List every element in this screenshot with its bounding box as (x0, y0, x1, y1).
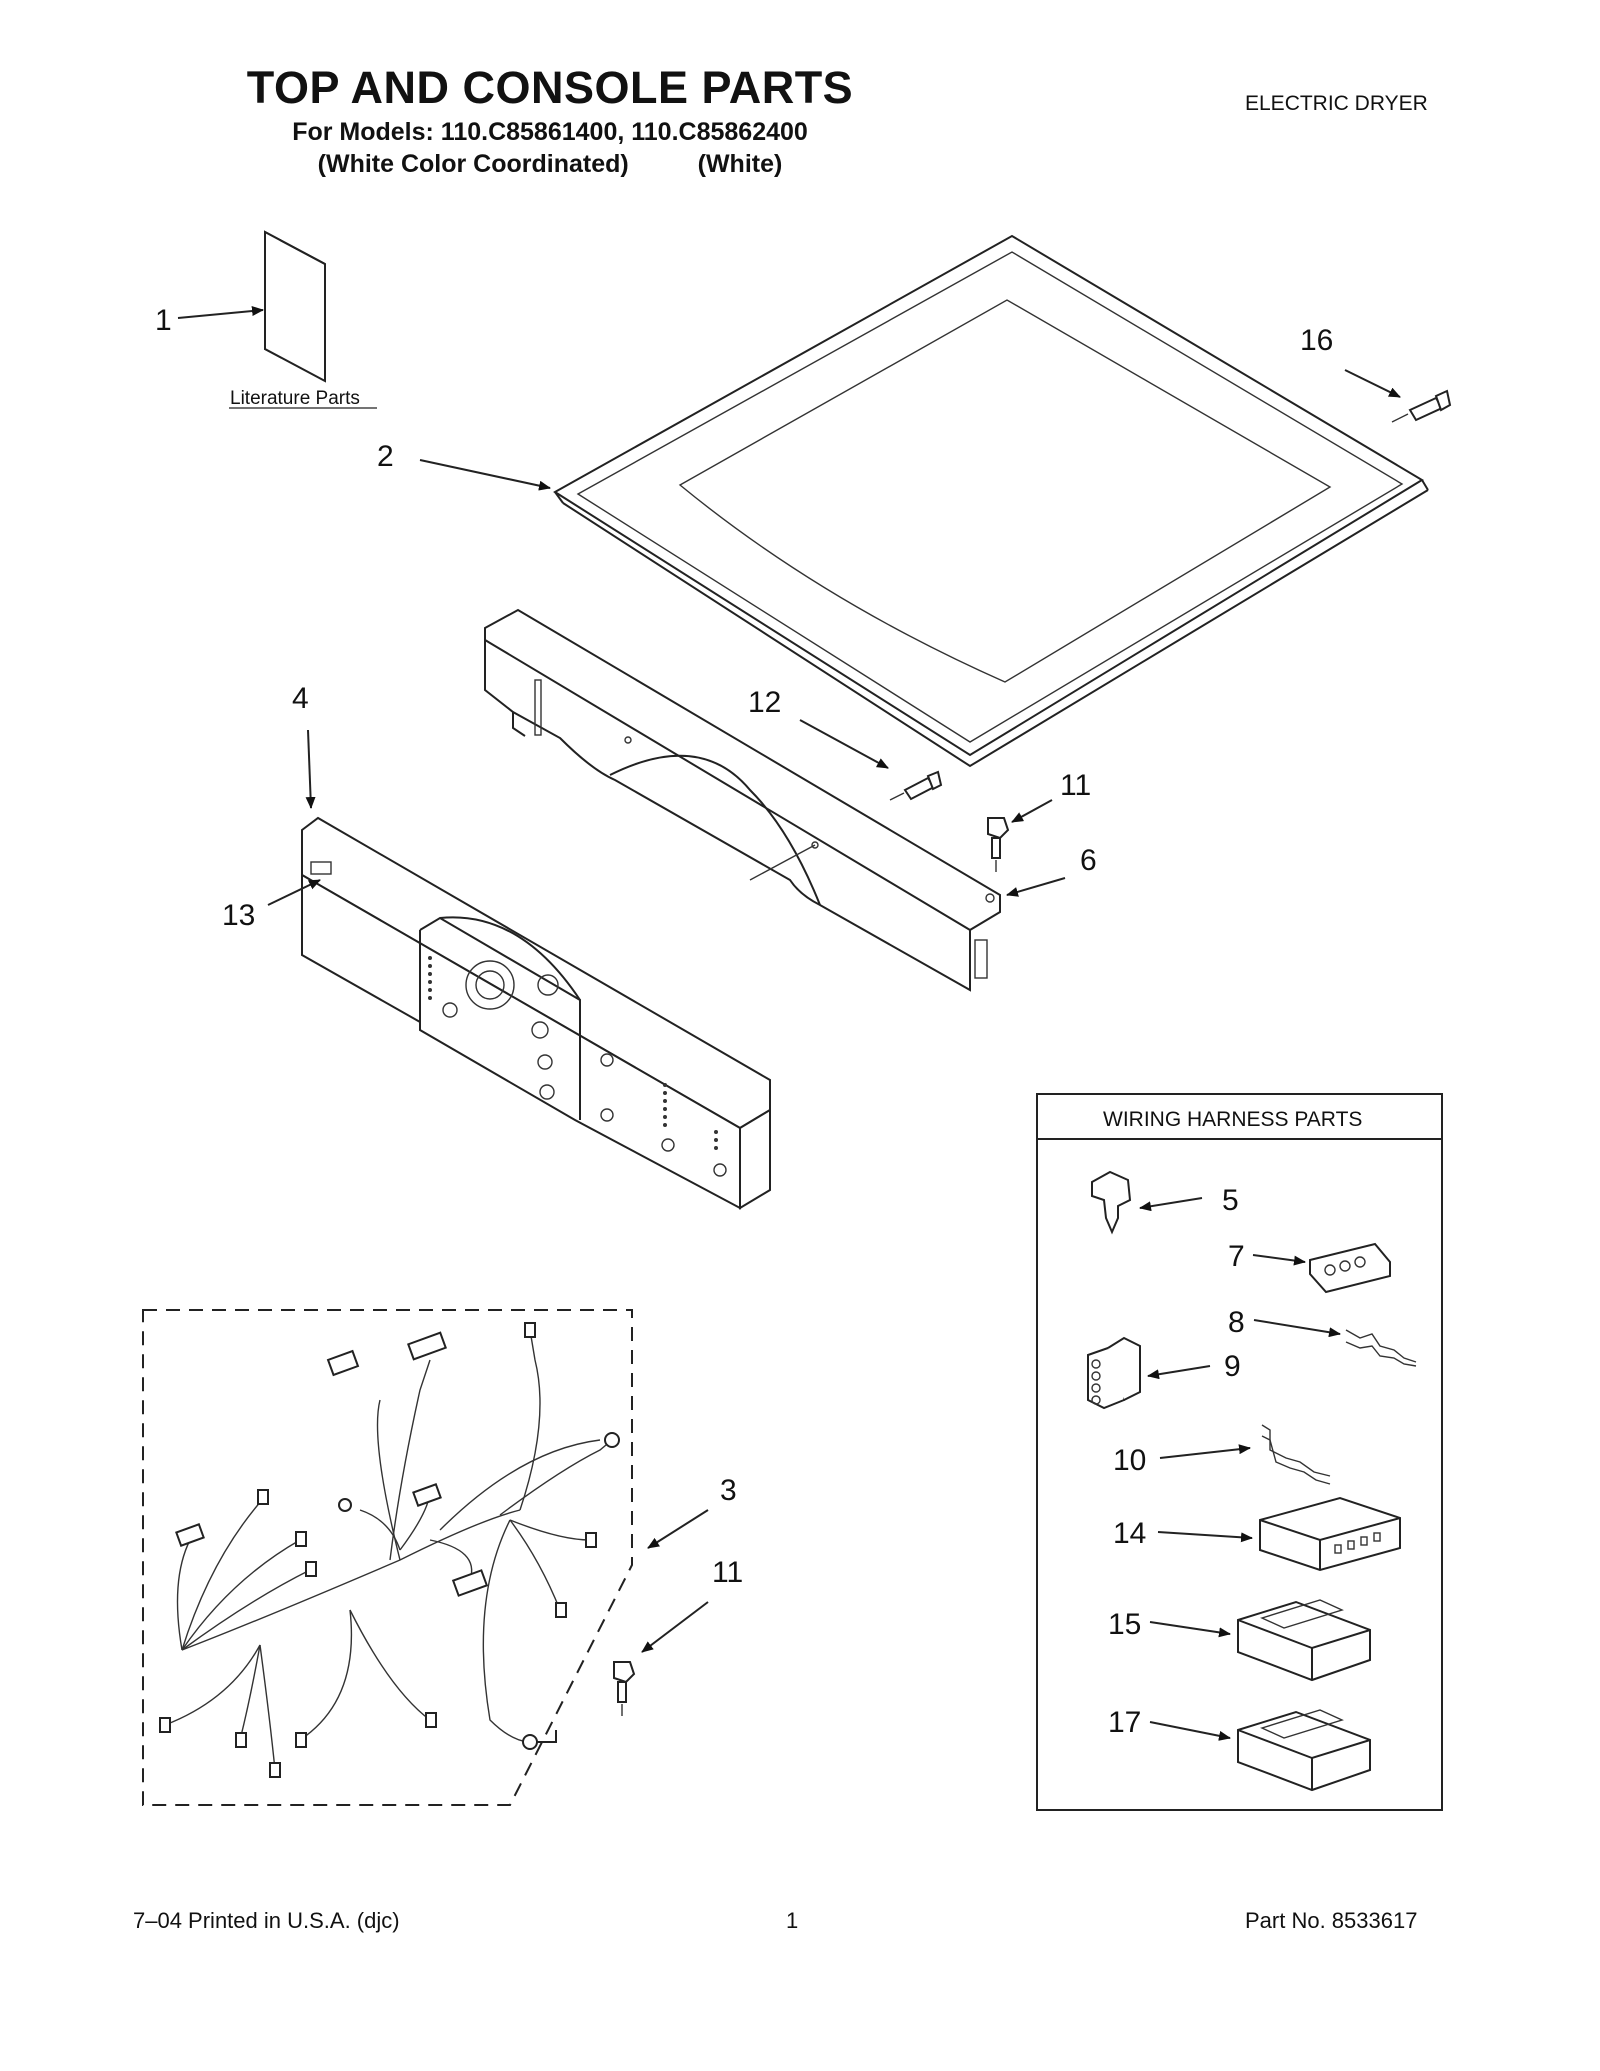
connector-9: 9 (1087, 1336, 1241, 1410)
literature-booklet: 1 Literature Parts (155, 230, 377, 409)
wiring-harness: 3 (142, 1309, 737, 1806)
callout-11-upper: 11 (1060, 769, 1091, 802)
screw-16: 16 (1300, 324, 1452, 423)
callout-14: 14 (1113, 1517, 1146, 1550)
literature-label: Literature Parts (230, 388, 360, 409)
callout-8: 8 (1228, 1306, 1245, 1339)
clip-5: 5 (1091, 1170, 1239, 1235)
terminal-8: 8 (1228, 1306, 1417, 1367)
housing-15: 15 (1108, 1599, 1371, 1682)
callout-9: 9 (1224, 1350, 1241, 1383)
harness-box-title: WIRING HARNESS PARTS (1103, 1108, 1362, 1131)
connector-14: 14 (1113, 1496, 1401, 1572)
color-right: (White) (697, 150, 783, 178)
product-category: ELECTRIC DRYER (1245, 92, 1428, 115)
callout-2: 2 (377, 440, 394, 473)
callout-1: 1 (155, 304, 172, 337)
callout-5: 5 (1222, 1184, 1239, 1217)
top-panel: 2 (377, 234, 1429, 768)
callout-13: 13 (222, 899, 255, 932)
callout-7: 7 (1228, 1240, 1245, 1273)
callout-17: 17 (1108, 1706, 1141, 1739)
callout-3: 3 (720, 1474, 737, 1507)
callout-4: 4 (292, 682, 309, 715)
callout-10: 10 (1113, 1444, 1146, 1477)
callout-11-lower: 11 (712, 1556, 743, 1589)
screw-11-upper: 11 (987, 769, 1091, 872)
console-bracket: 6 (484, 608, 1097, 992)
print-info: 7–04 Printed in U.S.A. (djc) (133, 1908, 400, 1933)
callout-12: 12 (748, 686, 781, 719)
console-panel: 4 13 (222, 682, 771, 1210)
color-line: (White Color Coordinated) (White) (0, 150, 1100, 179)
housing-17: 17 (1108, 1706, 1371, 1792)
part-number: Part No. 8533617 (1245, 1908, 1418, 1933)
callout-15: 15 (1108, 1608, 1141, 1641)
terminal-10: 10 (1113, 1424, 1331, 1485)
screw-12: 12 (748, 686, 943, 801)
page-number: 1 (786, 1908, 799, 1933)
page-title: TOP AND CONSOLE PARTS (246, 62, 854, 113)
models-line: For Models: 110.C85861400, 110.C85862400 (292, 118, 808, 146)
screw-11-lower: 11 (613, 1556, 743, 1716)
color-left: (White Color Coordinated) (317, 150, 629, 178)
harness-parts-box: WIRING HARNESS PARTS 5 7 8 9 (1036, 1093, 1443, 1811)
callout-16: 16 (1300, 324, 1333, 357)
connector-7: 7 (1228, 1240, 1391, 1294)
callout-6: 6 (1080, 844, 1097, 877)
